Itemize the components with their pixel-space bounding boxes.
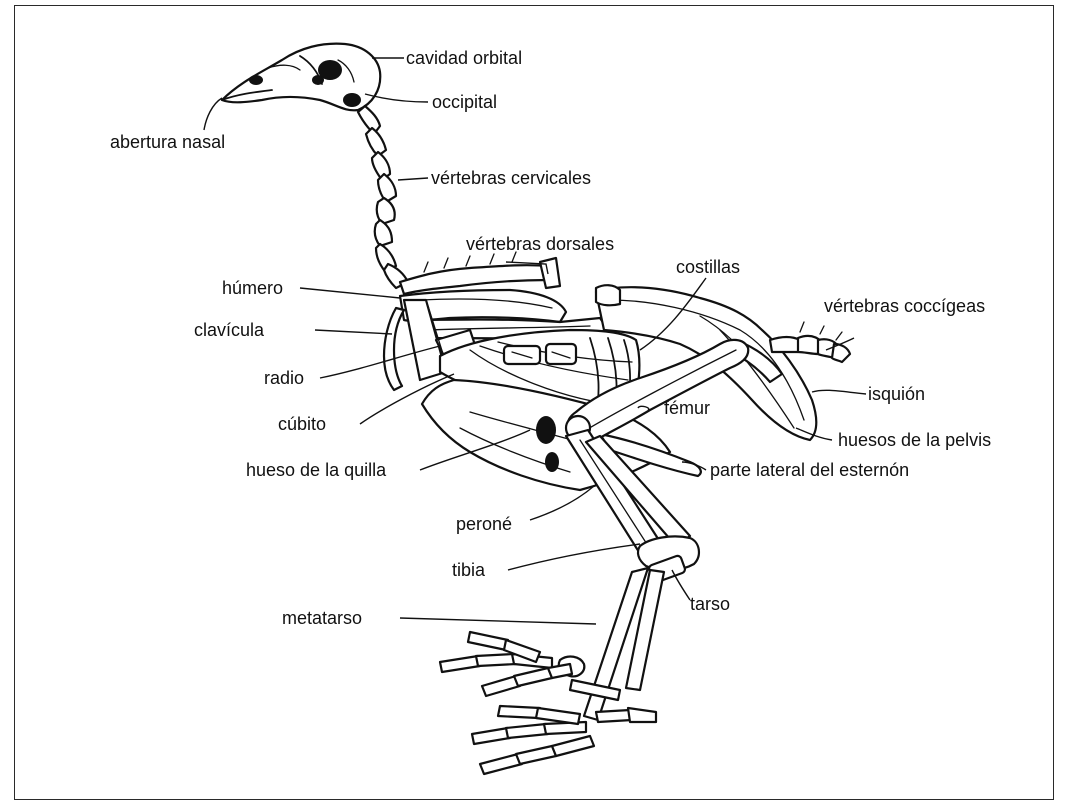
- label-occipital: occipital: [432, 92, 497, 112]
- upper-foot-toes: [440, 632, 620, 700]
- label-metatarso: metatarso: [282, 608, 362, 628]
- label-hueso-quilla: hueso de la quilla: [246, 460, 387, 480]
- label-humero: húmero: [222, 278, 283, 298]
- cervical-vertebrae: [358, 106, 408, 288]
- label-cubito: cúbito: [278, 414, 326, 434]
- label-tibia: tibia: [452, 560, 486, 580]
- label-abertura-nasal: abertura nasal: [110, 132, 225, 152]
- lower-foot-toes: [472, 706, 656, 774]
- skull: [222, 44, 380, 111]
- label-femur: fémur: [664, 398, 710, 418]
- label-isquion: isquión: [868, 384, 925, 404]
- dorsal-vertebrae: [400, 252, 560, 294]
- label-huesos-pelvis: huesos de la pelvis: [838, 430, 991, 450]
- label-vertebras-cervicales: vértebras cervicales: [431, 168, 591, 188]
- label-vertebras-coccigeas: vértebras coccígeas: [824, 296, 985, 316]
- label-vertebras-dorsales: vértebras dorsales: [466, 234, 614, 254]
- label-parte-lateral-esternon: parte lateral del esternón: [710, 460, 909, 480]
- label-perone: peroné: [456, 514, 512, 534]
- label-cavidad-orbital: cavidad orbital: [406, 48, 522, 68]
- label-radio: radio: [264, 368, 304, 388]
- clavicle: [384, 308, 404, 390]
- label-clavicula: clavícula: [194, 320, 265, 340]
- label-tarso: tarso: [690, 594, 730, 614]
- label-costillas: costillas: [676, 257, 740, 277]
